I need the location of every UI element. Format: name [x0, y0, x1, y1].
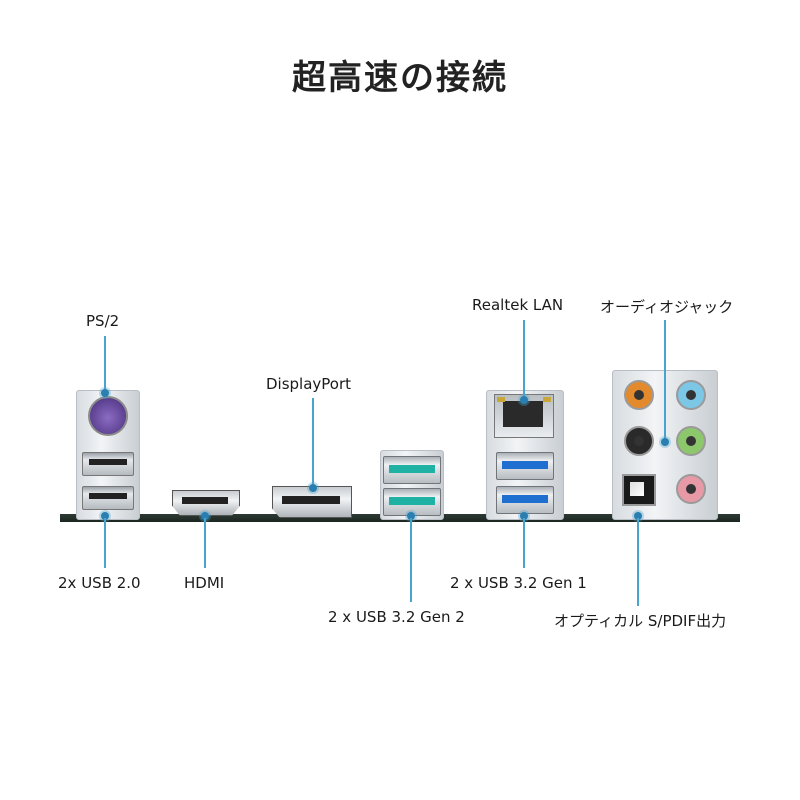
hdmi-socket — [182, 497, 228, 504]
rj45-port-icon — [494, 394, 554, 438]
label-displayport: DisplayPort — [266, 375, 352, 393]
callout-line — [410, 518, 412, 602]
audio-jack-icon — [676, 474, 706, 504]
usb-port-icon — [496, 452, 554, 480]
callout-line — [204, 518, 206, 568]
usb-port-icon — [82, 486, 134, 510]
audio-jack-icon — [676, 380, 706, 410]
callout-dot — [661, 438, 669, 446]
usb-port-icon — [496, 486, 554, 514]
callout-line — [664, 320, 666, 442]
label-realtek-lan: Realtek LAN — [472, 296, 564, 314]
ps2-port-icon — [88, 396, 128, 436]
callout-line — [104, 336, 106, 394]
label-hdmi: HDMI — [184, 574, 225, 592]
displayport-socket — [282, 496, 340, 504]
callout-line — [637, 518, 639, 606]
callout-dot — [101, 512, 109, 520]
label-usb20: 2x USB 2.0 — [58, 574, 141, 592]
optical-port-icon — [622, 474, 656, 506]
callout-dot — [407, 512, 415, 520]
label-ps2: PS/2 — [86, 312, 120, 330]
callout-line — [523, 320, 525, 400]
callout-line — [312, 398, 314, 488]
audio-jack-icon — [624, 380, 654, 410]
callout-dot — [520, 512, 528, 520]
usb-port-icon — [82, 452, 134, 476]
page-title: 超高速の接続 — [292, 58, 508, 98]
audio-jack-icon — [676, 426, 706, 456]
label-audio-jacks: オーディオジャック — [600, 298, 734, 316]
label-usb32gen2: 2 x USB 3.2 Gen 2 — [328, 608, 465, 626]
callout-dot — [634, 512, 642, 520]
callout-dot — [101, 389, 109, 397]
callout-dot — [309, 484, 317, 492]
audio-jack-icon — [624, 426, 654, 456]
label-usb32gen1: 2 x USB 3.2 Gen 1 — [450, 574, 587, 592]
callout-line — [523, 518, 525, 568]
usb-port-icon — [383, 456, 441, 484]
callout-dot — [520, 396, 528, 404]
callout-dot — [201, 512, 209, 520]
label-optical-spdif: オプティカル S/PDIF出力 — [554, 612, 727, 630]
callout-line — [104, 518, 106, 568]
